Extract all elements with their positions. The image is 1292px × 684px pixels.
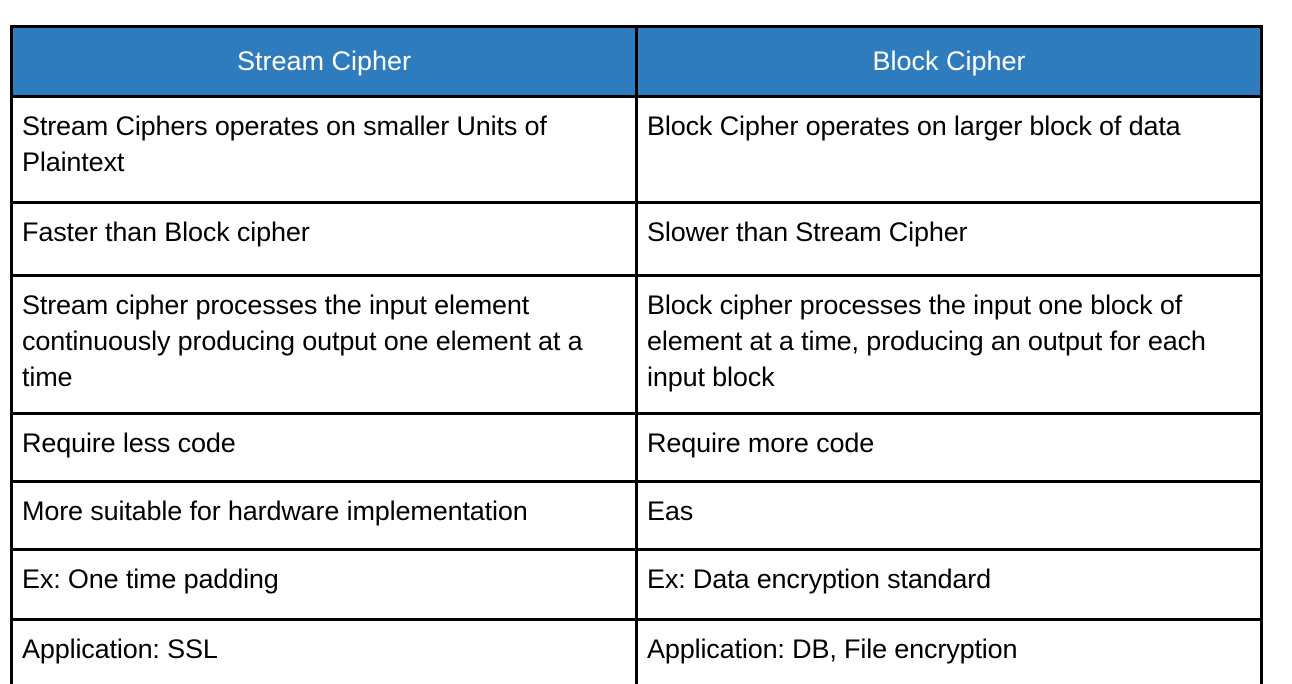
table-row: Stream cipher processes the input elemen…	[10, 274, 1263, 415]
cell-text: Slower than Stream Cipher	[647, 217, 968, 247]
cell-text: Block cipher processes the input one blo…	[647, 290, 1206, 392]
table-header: Stream Cipher Block Cipher	[10, 25, 1263, 98]
cell-text: Require less code	[22, 428, 236, 458]
cell-stream-4: Require less code	[10, 412, 638, 483]
cell-text: Ex: Data encryption standard	[647, 564, 991, 594]
cell-stream-2: Faster than Block cipher	[10, 201, 638, 277]
cell-stream-3: Stream cipher processes the input elemen…	[10, 274, 638, 415]
cell-block-1: Block Cipher operates on larger block of…	[635, 95, 1263, 204]
cell-stream-6: Ex: One time padding	[10, 548, 638, 621]
cell-stream-5: More suitable for hardware implementatio…	[10, 480, 638, 551]
cipher-comparison-table: Stream Cipher Block Cipher Stream Cipher…	[10, 25, 1263, 684]
column-header-block-cipher: Block Cipher	[635, 25, 1263, 98]
cell-block-5: Eas	[635, 480, 1263, 551]
cell-text: Eas	[647, 496, 694, 526]
cell-text: Block Cipher operates on larger block of…	[647, 111, 1181, 141]
column-header-stream-cipher: Stream Cipher	[10, 25, 638, 98]
cell-text: Require more code	[647, 428, 875, 458]
cell-text: Application: SSL	[22, 634, 218, 664]
cell-text: Stream Ciphers operates on smaller Units…	[22, 111, 547, 177]
cell-block-7: Application: DB, File encryption	[635, 618, 1263, 684]
cell-text: Stream cipher processes the input elemen…	[22, 290, 583, 392]
cell-text: Application: DB, File encryption	[647, 634, 1018, 664]
table-row: Faster than Block cipher Slower than Str…	[10, 201, 1263, 277]
table-row: Ex: One time padding Ex: Data encryption…	[10, 548, 1263, 621]
table-row: More suitable for hardware implementatio…	[10, 480, 1263, 551]
table-row: Application: SSL Application: DB, File e…	[10, 618, 1263, 684]
cell-text: Ex: One time padding	[22, 564, 279, 594]
table-row: Stream Ciphers operates on smaller Units…	[10, 95, 1263, 204]
cell-stream-7: Application: SSL	[10, 618, 638, 684]
cell-block-3: Block cipher processes the input one blo…	[635, 274, 1263, 415]
table-row: Require less code Require more code	[10, 412, 1263, 483]
cell-block-4: Require more code	[635, 412, 1263, 483]
cell-block-2: Slower than Stream Cipher	[635, 201, 1263, 277]
cell-block-6: Ex: Data encryption standard	[635, 548, 1263, 621]
table-header-row: Stream Cipher Block Cipher	[10, 25, 1263, 98]
cell-text: More suitable for hardware implementatio…	[22, 496, 528, 526]
cell-stream-1: Stream Ciphers operates on smaller Units…	[10, 95, 638, 204]
cell-text: Faster than Block cipher	[22, 217, 310, 247]
table-body: Stream Ciphers operates on smaller Units…	[10, 95, 1263, 684]
